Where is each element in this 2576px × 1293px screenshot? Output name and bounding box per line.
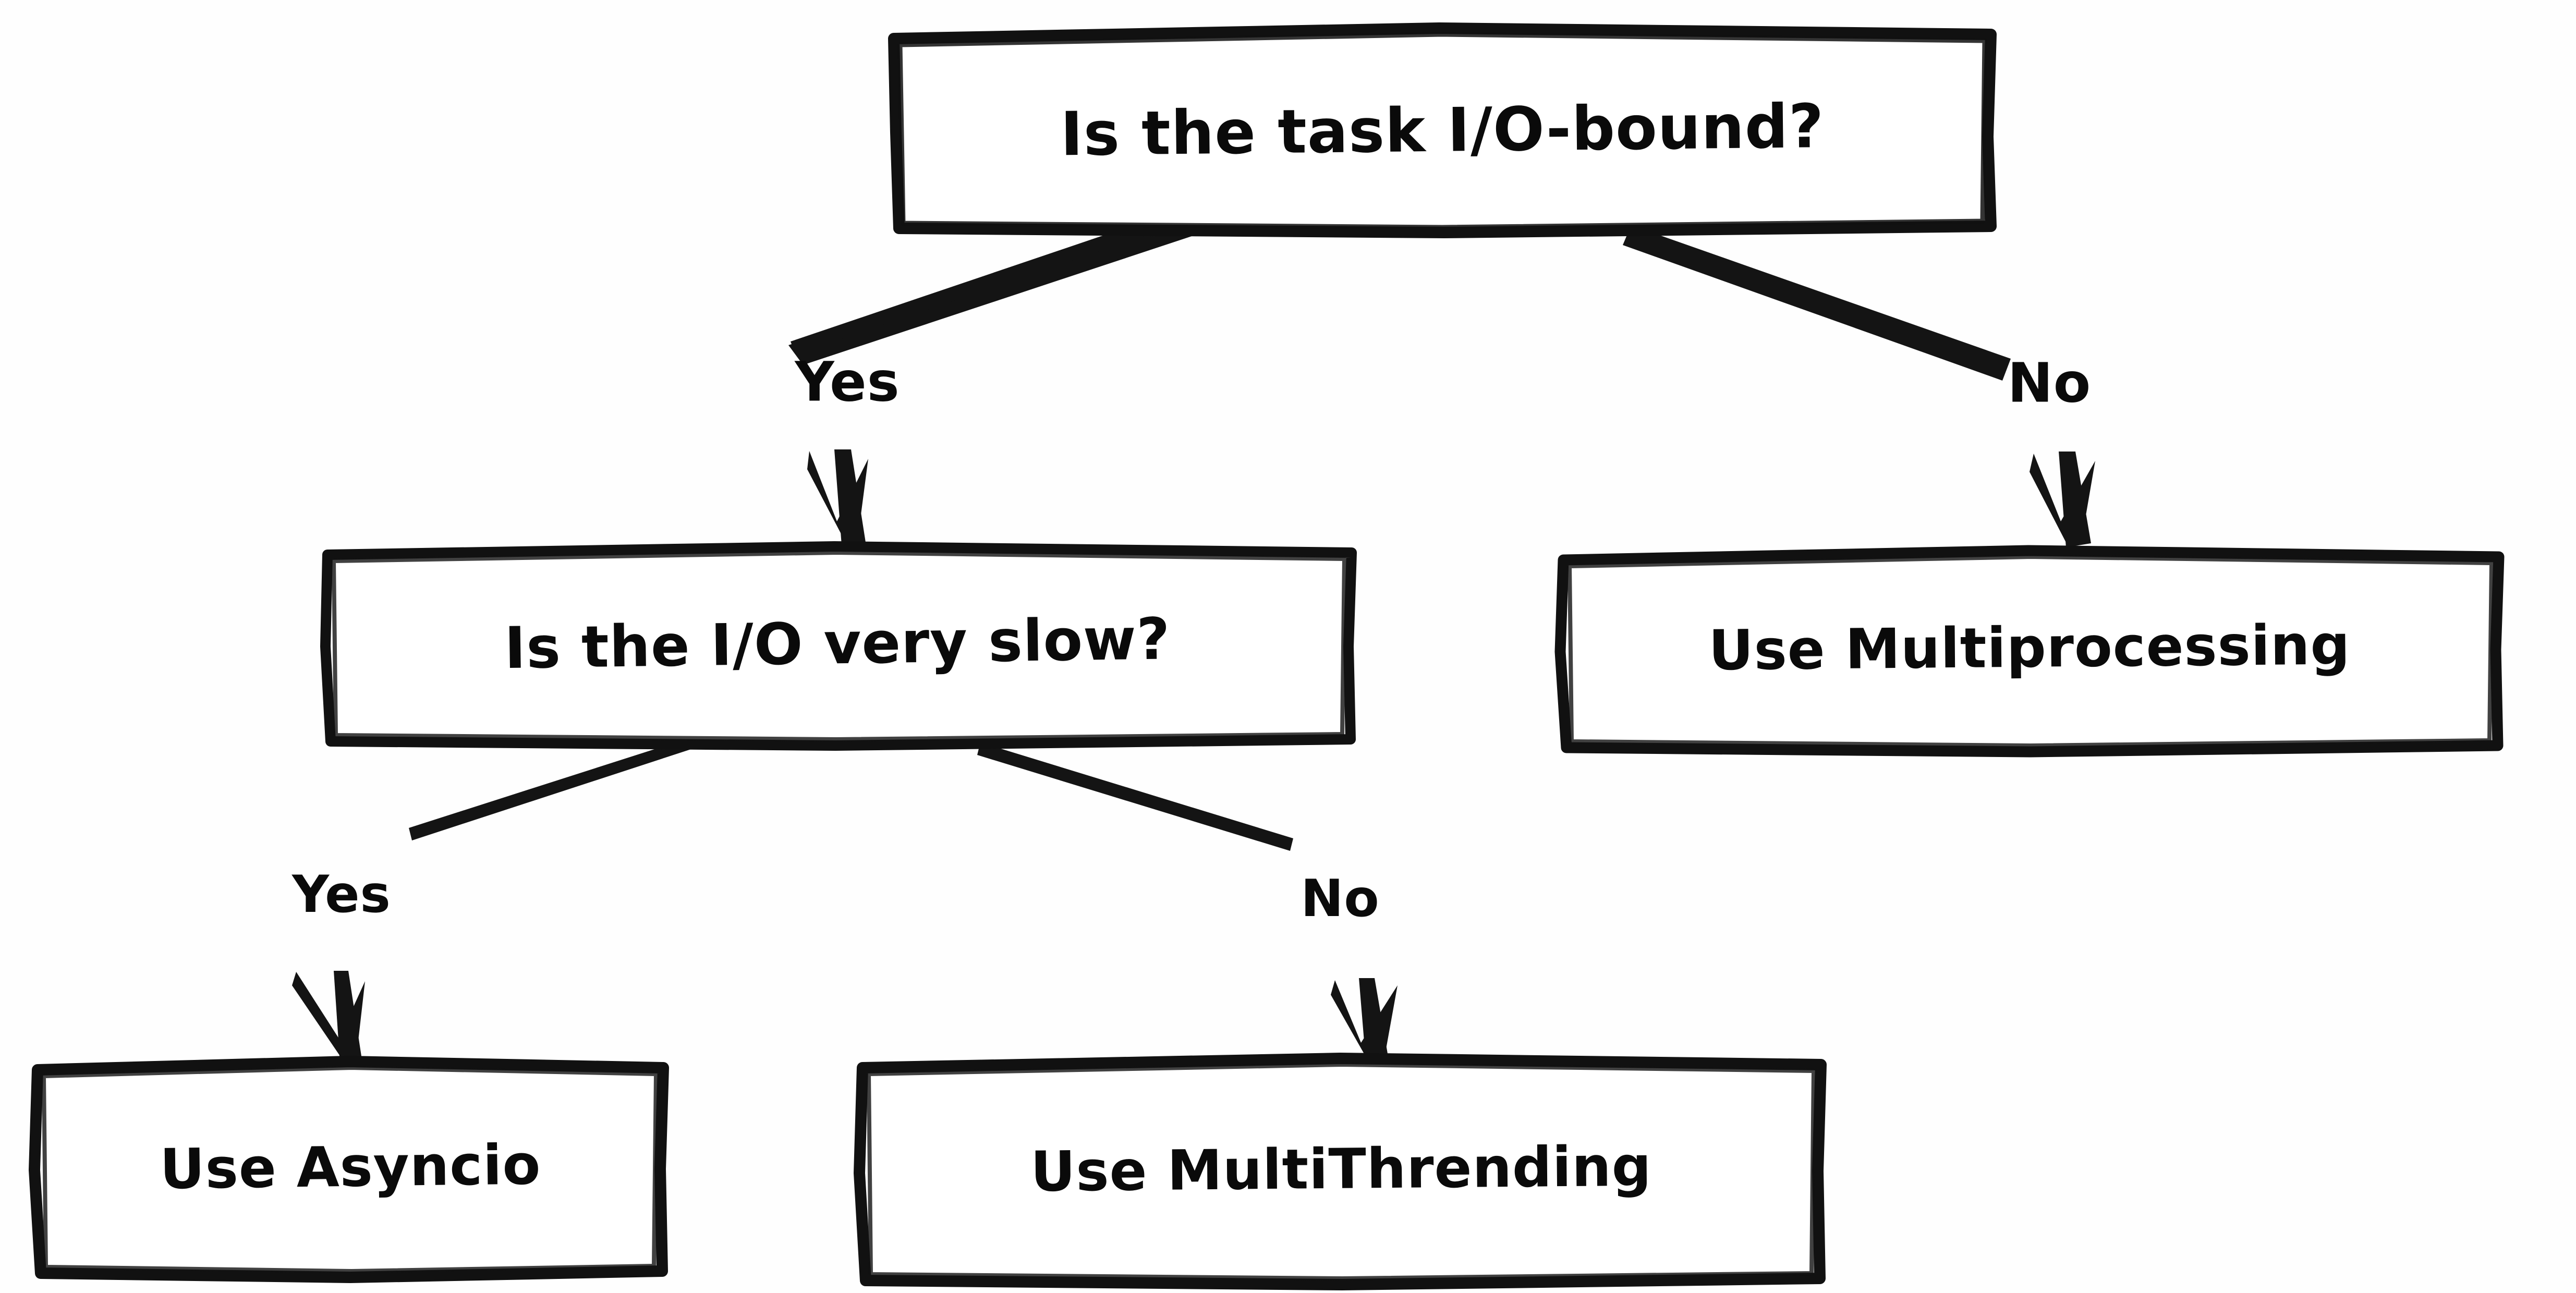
- node-io-slow-label: Is the I/O very slow?: [504, 605, 1171, 681]
- node-io-slow-border-sketch: [332, 551, 1346, 741]
- edge-slow-no-arrowhead-stem: [1359, 978, 1389, 1067]
- node-multiprocessing-border: [1554, 545, 2505, 758]
- node-multithreading-border-sketch: [867, 1063, 1816, 1280]
- edge-slow-yes-arrowhead-stem: [334, 971, 362, 1064]
- node-root[interactable]: [888, 22, 1997, 238]
- node-asyncio-border-sketch: [42, 1066, 658, 1273]
- node-multiprocessing-border-sketch: [1568, 555, 2494, 748]
- edge-root-yes-label: Yes: [794, 350, 900, 413]
- node-root-label: Is the task I/O-bound?: [1060, 91, 1825, 169]
- node-multithreading[interactable]: [854, 1053, 1827, 1290]
- edge-root-no-arrowhead-stem: [2059, 452, 2091, 547]
- node-multithreading-label: Use MultiThrending: [1030, 1135, 1652, 1204]
- node-root-border: [888, 22, 1997, 238]
- node-multithreading-fill: [860, 1061, 1820, 1280]
- edge-slow-yes-line: [409, 732, 712, 840]
- node-root-fill: [893, 32, 1992, 229]
- node-multiprocessing-label: Use Multiprocessing: [1708, 613, 2351, 682]
- node-io-slow-border: [320, 541, 1357, 751]
- node-asyncio-fill: [35, 1064, 662, 1272]
- node-io-slow[interactable]: [320, 541, 1357, 751]
- edge-root-yes-arrowhead-stem: [834, 449, 866, 545]
- node-asyncio[interactable]: [29, 1056, 669, 1283]
- edge-slow-yes: [292, 732, 712, 1064]
- edge-root-no-line: [1623, 225, 2011, 381]
- edge-slow-no-line: [977, 742, 1293, 851]
- edge-slow-no-label: No: [1301, 869, 1379, 929]
- node-multiprocessing-fill: [1562, 553, 2498, 748]
- edge-root-yes-line: [788, 204, 1236, 365]
- node-root-border-sketch: [897, 32, 1987, 230]
- node-asyncio-border: [29, 1056, 669, 1283]
- node-multiprocessing[interactable]: [1554, 545, 2505, 758]
- edge-slow-no: [977, 742, 1398, 1067]
- node-multithreading-border: [854, 1053, 1827, 1290]
- edge-root-no-label: No: [2008, 351, 2092, 414]
- edge-root-no: [1623, 225, 2095, 548]
- node-io-slow-fill: [326, 549, 1351, 740]
- edge-slow-yes-label: Yes: [291, 865, 391, 924]
- node-asyncio-label: Use Asyncio: [160, 1132, 541, 1201]
